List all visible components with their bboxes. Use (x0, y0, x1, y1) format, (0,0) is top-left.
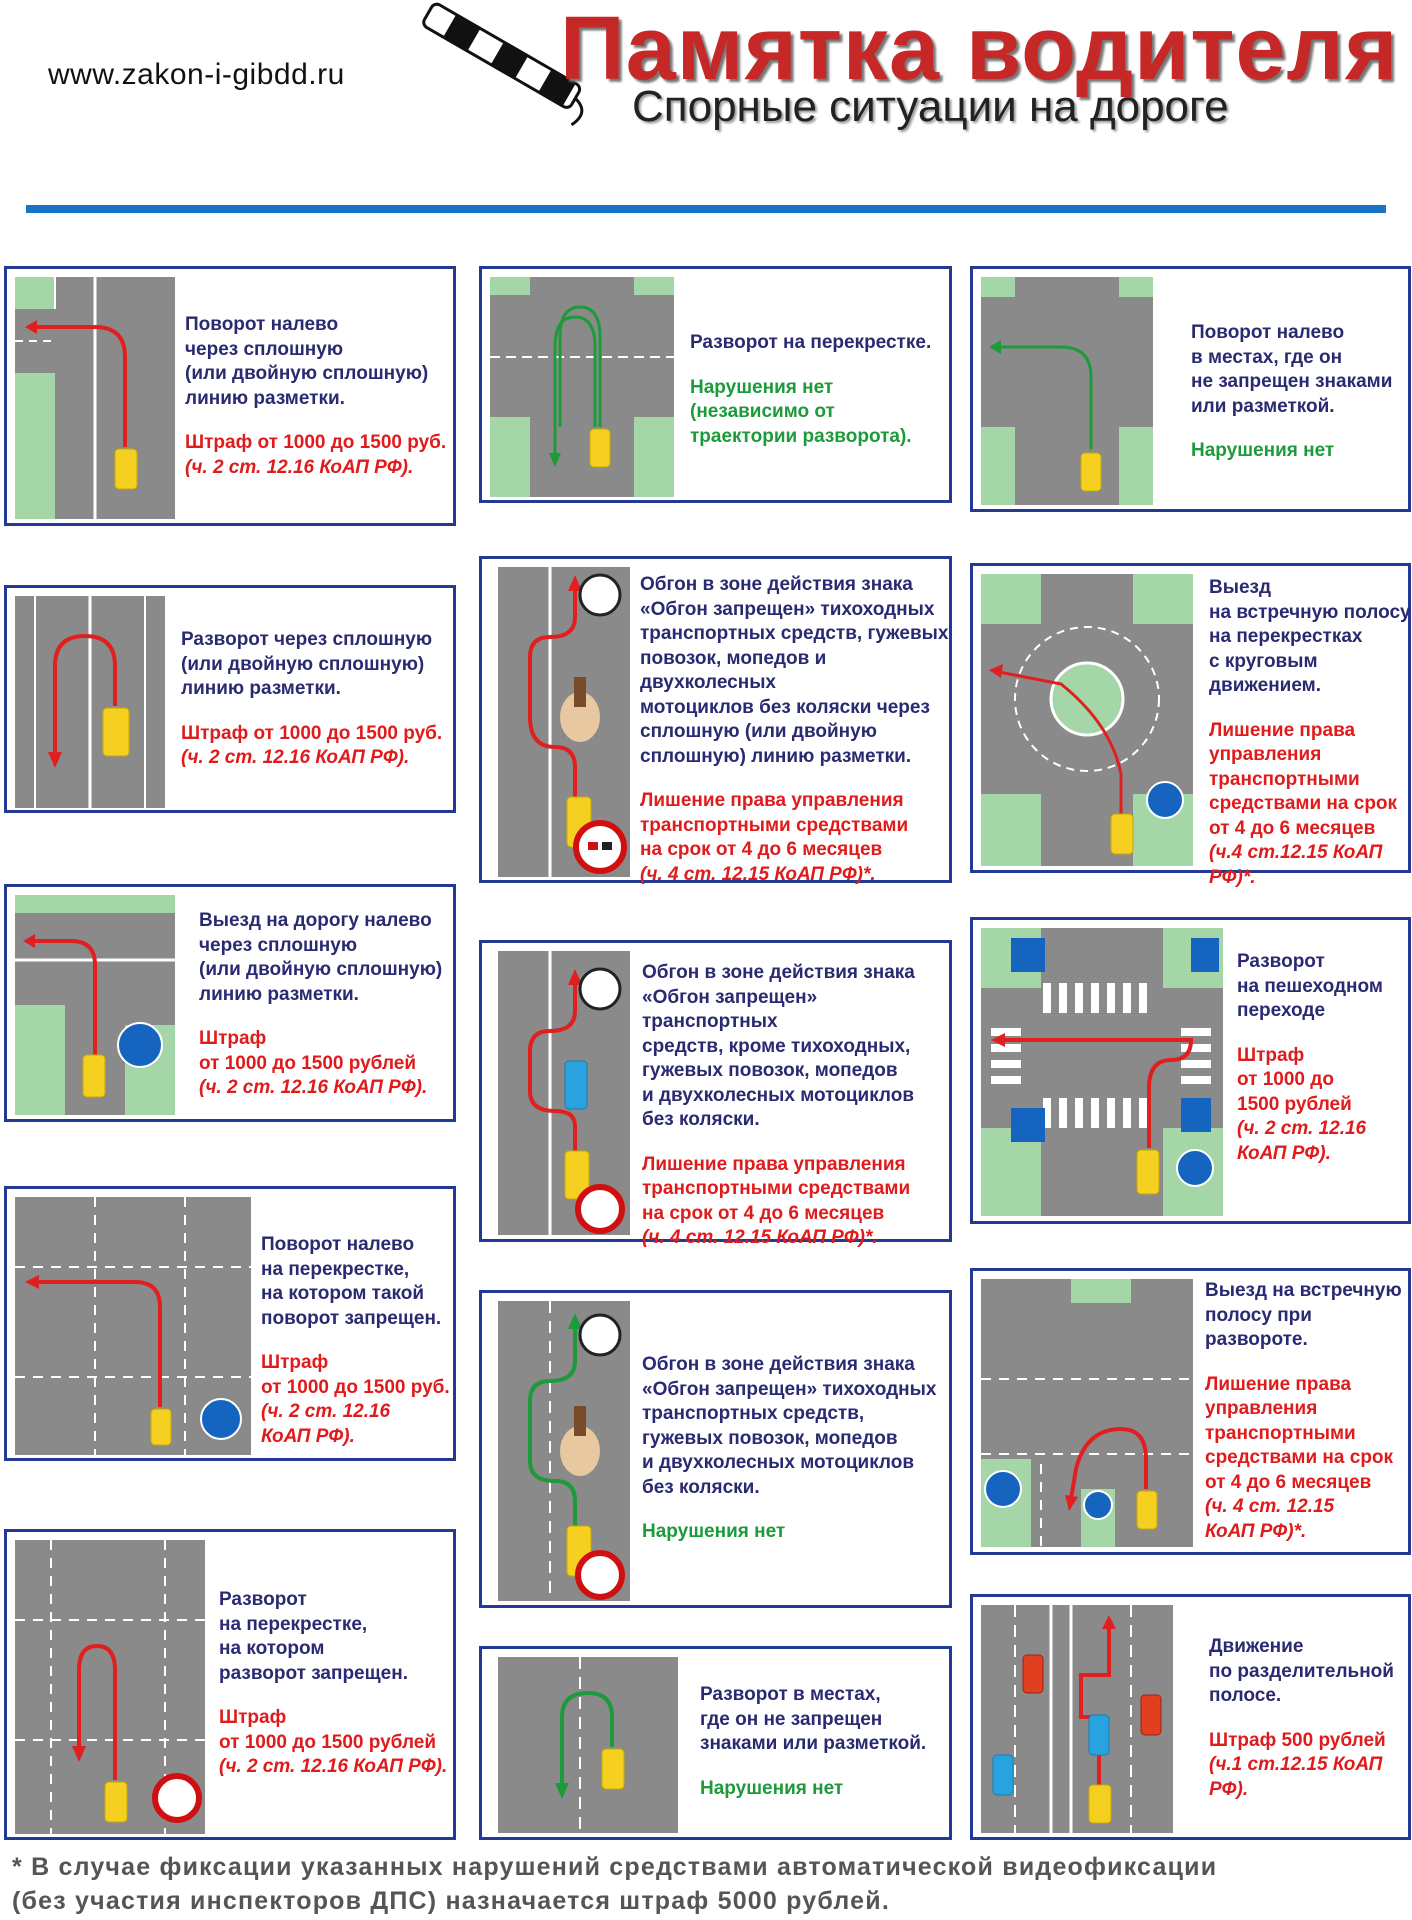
card-u-turn-oncoming: Выезд на встречную полосу при развороте.… (970, 1268, 1411, 1555)
scene-diagram (490, 277, 674, 497)
card-law-reference: (ч.4 ст.12.15 КоАП РФ)*. (1209, 842, 1383, 888)
scene-diagram (15, 1540, 205, 1834)
card-law-reference: (ч. 2 ст. 12.16 КоАП РФ). (199, 1077, 428, 1098)
card-penalty: Штраф от 1000 до 1500 руб. (185, 432, 447, 453)
card-law-reference: (ч. 4 ст. 12.15 КоАП РФ)*. (642, 1227, 878, 1248)
card-law-reference: (ч. 2 ст. 12.16 КоАП РФ). (1237, 1118, 1367, 1164)
card-left-turn-solid-line: Поворот налево через сплошную (или двойн… (4, 266, 456, 526)
card-description: Разворот на перекрестке, на котором разв… (219, 1589, 408, 1684)
card-description: Обгон в зоне действия знака «Обгон запре… (642, 962, 915, 1130)
scene-diagram (981, 1279, 1193, 1547)
card-description: Выезд на встречную полосу на перекрестка… (1209, 577, 1411, 696)
page-title: Памятка водителя (560, 0, 1399, 99)
card-description: Движение по разделительной полосе. (1209, 1636, 1394, 1706)
card-description: Разворот на пешеходном переходе (1237, 951, 1383, 1021)
card-description: Поворот налево через сплошную (или двойн… (185, 314, 429, 409)
scene-diagram (490, 1657, 678, 1833)
card-description: Разворот на перекрестке. (690, 332, 932, 353)
card-law-reference: (ч. 2 ст. 12.16 КоАП РФ). (185, 456, 414, 478)
card-penalty: Штраф от 1000 до 1500 рублей (1237, 1044, 1352, 1115)
footnote: * В случае фиксации указанных нарушений … (12, 1853, 1218, 1915)
scene-diagram (15, 277, 175, 519)
card-penalty: Лишение права управления транспортными с… (1209, 719, 1398, 839)
card-penalty: Штраф от 1000 до 1500 рублей (219, 1707, 437, 1753)
scene-diagram (490, 951, 630, 1235)
card-law-reference: (ч.1 ст.12.15 КоАП РФ). (1209, 1754, 1383, 1800)
site-url: www.zakon-i-gibdd.ru (48, 58, 345, 91)
card-overtaking-slow-allowed: Обгон в зоне действия знака «Обгон запре… (479, 1290, 952, 1608)
card-overtaking-slow-solid: Обгон в зоне действия знака «Обгон запре… (479, 556, 952, 885)
card-description: Поворот налево на перекрестке, на которо… (261, 1234, 442, 1329)
card-penalty: Штраф от 1000 до 1500 руб. (181, 722, 443, 744)
card-u-turn-pedestrian-crossing: Разворот на пешеходном переходе Штраф от… (970, 917, 1411, 1224)
card-penalty: Лишение права управления транспортными с… (642, 1153, 911, 1224)
card-description: Выезд на встречную полосу при развороте. (1205, 1280, 1402, 1350)
card-description: Обгон в зоне действия знака «Обгон запре… (640, 574, 949, 767)
scene-diagram (490, 1301, 630, 1601)
card-overtaking-regular: Обгон в зоне действия знака «Обгон запре… (479, 940, 952, 1248)
card-dividing-strip: Движение по разделительной полосе. Штраф… (970, 1594, 1411, 1840)
card-description: Разворот через сплошную (или двойную спл… (181, 629, 433, 699)
card-roundabout-oncoming: Выезд на встречную полосу на перекрестка… (970, 563, 1411, 888)
card-u-turn-intersection: Разворот на перекрестке. Нарушения нет (… (479, 266, 952, 503)
card-left-turn-allowed: Поворот налево в местах, где он не запре… (970, 266, 1411, 512)
scene-diagram (15, 596, 165, 808)
scene-diagram (15, 895, 175, 1115)
card-result: Нарушения нет (642, 1521, 786, 1542)
card-law-reference: (ч. 2 ст. 12.16 КоАП РФ). (181, 747, 410, 768)
scene-diagram (981, 1605, 1173, 1833)
card-law-reference: (ч. 4 ст. 12.15 КоАП РФ)*. (640, 863, 876, 885)
card-result: Нарушения нет (1191, 440, 1335, 461)
page-subtitle: Спорные ситуации на дороге (632, 82, 1229, 131)
card-u-turn-prohibited: Разворот на перекрестке, на котором разв… (4, 1529, 456, 1840)
card-penalty: Лишение права управления транспортными с… (1205, 1373, 1394, 1493)
card-description: Поворот налево в местах, где он не запре… (1191, 322, 1393, 417)
card-result: Нарушения нет (независимо от траектории … (690, 376, 912, 447)
card-law-reference: (ч. 4 ст. 12.15 КоАП РФ)*. (1205, 1496, 1335, 1542)
card-description: Выезд на дорогу налево через сплошную (и… (199, 910, 443, 1005)
header-divider (26, 205, 1386, 213)
card-description: Обгон в зоне действия знака «Обгон запре… (642, 1354, 937, 1498)
traffic-baton-icon (422, 2, 584, 127)
scene-diagram (490, 567, 630, 877)
card-penalty: Штраф от 1000 до 1500 рублей (199, 1028, 417, 1074)
card-u-turn-solid-line: Разворот через сплошную (или двойную спл… (4, 585, 456, 813)
card-penalty: Штраф от 1000 до 1500 руб. (261, 1352, 450, 1398)
scene-diagram (981, 277, 1153, 505)
card-penalty: Штраф 500 рублей (1209, 1729, 1386, 1751)
scene-diagram (981, 928, 1223, 1216)
scene-diagram (15, 1197, 251, 1455)
card-penalty: Лишение права управления транспортными с… (640, 790, 909, 860)
card-law-reference: (ч. 2 ст. 12.16 КоАП РФ). (219, 1756, 448, 1777)
card-left-turn-prohibited: Поворот налево на перекрестке, на которо… (4, 1186, 456, 1461)
card-result: Нарушения нет (700, 1777, 844, 1799)
card-u-turn-allowed: Разворот в местах, где он не запрещен зн… (479, 1646, 952, 1840)
scene-diagram (981, 574, 1193, 866)
card-law-reference: (ч. 2 ст. 12.16 КоАП РФ). (261, 1401, 391, 1447)
card-enter-road-left-solid: Выезд на дорогу налево через сплошную (и… (4, 884, 456, 1122)
card-description: Разворот в местах, где он не запрещен зн… (700, 1684, 927, 1754)
